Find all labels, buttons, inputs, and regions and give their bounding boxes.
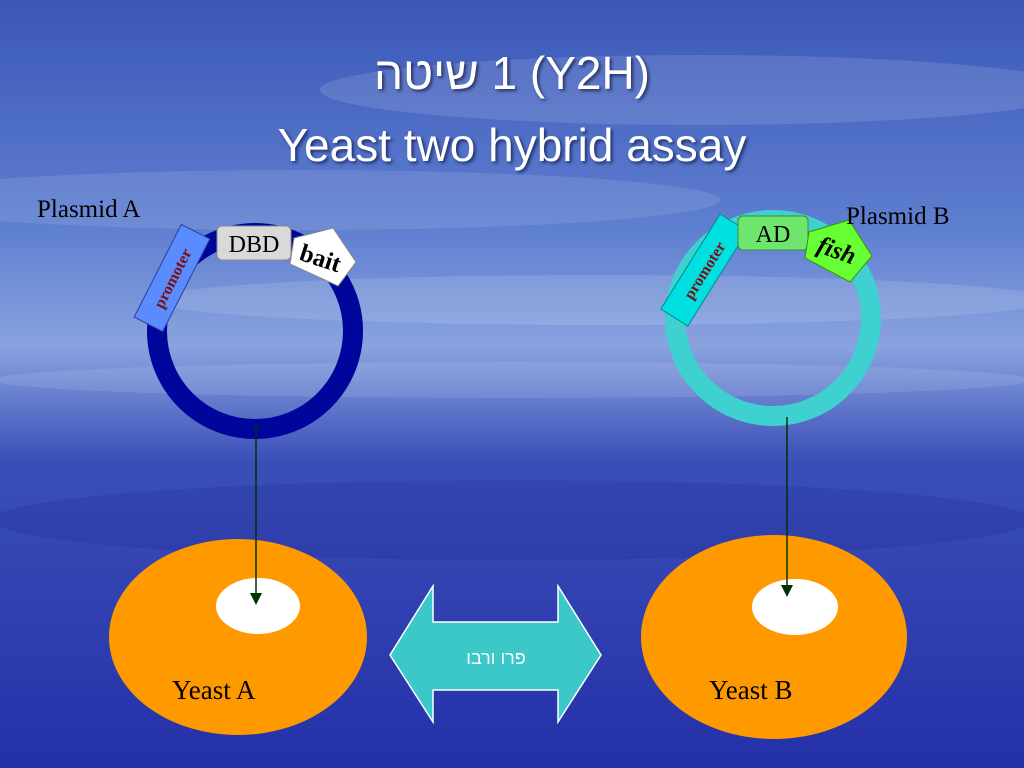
ad-label: AD [756, 222, 791, 248]
yeast-a-label: Yeast A [172, 675, 256, 705]
plasmid-a-label: Plasmid A [37, 196, 141, 223]
promoter-a-segment: promoter [133, 223, 211, 333]
yeast-a-cell [109, 539, 367, 735]
yeast-b-label: Yeast B [709, 675, 793, 705]
yeast-b-cell [641, 535, 907, 739]
dbd-label: DBD [229, 232, 280, 258]
yeast-b-nucleus [752, 579, 838, 635]
mating-double-arrow [389, 583, 602, 725]
slide-title-hebrew: (Y2H) 1 שיטה [373, 47, 650, 99]
fish-tag: fish [804, 219, 873, 283]
yeast-a-nucleus [216, 578, 300, 634]
slide-title: Yeast two hybrid assay [277, 119, 747, 171]
ad-box [737, 215, 809, 251]
bait-tag: bait [289, 227, 357, 287]
mating-arrow-label: פרו ורבו [466, 648, 525, 668]
promoter-b-segment: promoter [660, 213, 748, 327]
plasmid-b-label: Plasmid B [846, 203, 950, 230]
dbd-box [216, 225, 292, 261]
